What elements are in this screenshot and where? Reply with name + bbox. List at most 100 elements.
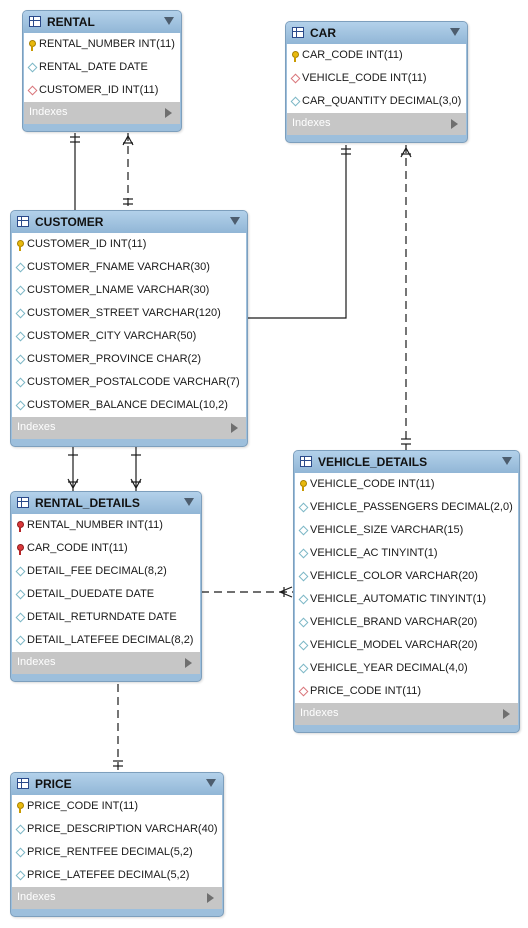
primary-key-icon [17,240,24,251]
column-label: DETAIL_LATEFEE DECIMAL(8,2) [27,634,194,646]
indexes-label: Indexes [292,117,331,129]
expand-arrow-icon[interactable] [207,893,214,903]
column-label: PRICE_CODE INT(11) [310,685,422,697]
column-row[interactable]: CUSTOMER_CITY VARCHAR(50) [12,325,246,348]
expand-arrow-icon[interactable] [451,119,458,129]
table-title: PRICE [35,777,72,791]
indexes-section[interactable]: Indexes [12,887,222,909]
column-row[interactable]: RENTAL_NUMBER INT(11) [12,514,200,537]
column-label: RENTAL_DATE DATE [39,61,148,73]
column-row[interactable]: PRICE_RENTFEE DECIMAL(5,2) [12,841,222,864]
rel-customer-rental-details-left [67,447,79,491]
expand-arrow-icon[interactable] [165,108,172,118]
collapse-caret-icon[interactable] [230,217,240,225]
primary-key-icon [17,802,24,813]
column-row[interactable]: VEHICLE_CODE INT(11) [295,473,518,496]
column-row[interactable]: PRICE_LATEFEE DECIMAL(5,2) [12,864,222,887]
table-header[interactable]: PRICE [11,773,223,795]
table-title: RENTAL [47,15,95,29]
column-row[interactable]: VEHICLE_MODEL VARCHAR(20) [295,634,518,657]
column-row[interactable]: DETAIL_DUEDATE DATE [12,583,200,606]
column-label: PRICE_DESCRIPTION VARCHAR(40) [27,823,218,835]
table-rental[interactable]: RENTAL RENTAL_NUMBER INT(11) RENTAL_DATE D… [22,10,182,132]
column-diamond-icon [27,62,38,73]
column-row[interactable]: VEHICLE_AC TINYINT(1) [295,542,518,565]
table-icon [17,778,29,789]
table-title: CAR [310,26,336,40]
column-row[interactable]: VEHICLE_AUTOMATIC TINYINT(1) [295,588,518,611]
column-row[interactable]: CUSTOMER_POSTALCODE VARCHAR(7) [12,371,246,394]
column-label: CUSTOMER_ID INT(11) [39,84,159,96]
column-list: RENTAL_NUMBER INT(11) RENTAL_DATE DATE CUS… [24,33,180,102]
table-header[interactable]: VEHICLE_DETAILS [294,451,519,473]
column-list: PRICE_CODE INT(11) PRICE_DESCRIPTION VARC… [12,795,222,887]
table-header[interactable]: CUSTOMER [11,211,247,233]
column-diamond-icon [15,824,26,835]
column-label: CUSTOMER_ID INT(11) [27,238,147,250]
column-row[interactable]: DETAIL_RETURNDATE DATE [12,606,200,629]
column-label: DETAIL_FEE DECIMAL(8,2) [27,565,167,577]
column-row[interactable]: CUSTOMER_ID INT(11) [12,233,246,256]
column-row[interactable]: CUSTOMER_BALANCE DECIMAL(10,2) [12,394,246,417]
indexes-section[interactable]: Indexes [295,703,518,725]
column-diamond-icon [15,308,26,319]
column-row[interactable]: RENTAL_DATE DATE [24,56,180,79]
column-row[interactable]: VEHICLE_YEAR DECIMAL(4,0) [295,657,518,680]
indexes-section[interactable]: Indexes [287,113,466,135]
column-label: CUSTOMER_POSTALCODE VARCHAR(7) [27,376,240,388]
collapse-caret-icon[interactable] [164,17,174,25]
expand-arrow-icon[interactable] [185,658,192,668]
table-icon [300,456,312,467]
column-row[interactable]: PRICE_CODE INT(11) [12,795,222,818]
column-row[interactable]: VEHICLE_COLOR VARCHAR(20) [295,565,518,588]
table-footer [11,909,223,916]
expand-arrow-icon[interactable] [503,709,510,719]
column-row[interactable]: CAR_CODE INT(11) [287,44,466,67]
column-row[interactable]: CAR_QUANTITY DECIMAL(3,0) [287,90,466,113]
collapse-caret-icon[interactable] [206,779,216,787]
column-label: PRICE_LATEFEE DECIMAL(5,2) [27,869,190,881]
collapse-caret-icon[interactable] [502,457,512,465]
column-row[interactable]: RENTAL_NUMBER INT(11) [24,33,180,56]
collapse-caret-icon[interactable] [184,498,194,506]
table-price[interactable]: PRICE PRICE_CODE INT(11) PRICE_DESCRIPTION… [10,772,224,917]
table-customer[interactable]: CUSTOMER CUSTOMER_ID INT(11) CUSTOMER_FNAM… [10,210,248,447]
indexes-section[interactable]: Indexes [24,102,180,124]
indexes-section[interactable]: Indexes [12,417,246,439]
column-diamond-icon [298,548,309,559]
column-list: VEHICLE_CODE INT(11) VEHICLE_PASSENGERS D… [295,473,518,703]
column-diamond-icon [15,285,26,296]
column-row[interactable]: CUSTOMER_FNAME VARCHAR(30) [12,256,246,279]
rel-rental-details-vehicle [201,586,293,598]
table-header[interactable]: RENTAL_DETAILS [11,492,201,514]
indexes-section[interactable]: Indexes [12,652,200,674]
table-car[interactable]: CAR CAR_CODE INT(11)VEHICLE_CODE INT(11)C… [285,21,468,143]
column-row[interactable]: VEHICLE_PASSENGERS DECIMAL(2,0) [295,496,518,519]
expand-arrow-icon[interactable] [231,423,238,433]
column-row[interactable]: CUSTOMER_PROVINCE CHAR(2) [12,348,246,371]
column-row[interactable]: DETAIL_FEE DECIMAL(8,2) [12,560,200,583]
column-row[interactable]: CUSTOMER_LNAME VARCHAR(30) [12,279,246,302]
column-row[interactable]: CAR_CODE INT(11) [12,537,200,560]
column-row[interactable]: PRICE_DESCRIPTION VARCHAR(40) [12,818,222,841]
table-header[interactable]: CAR [286,22,467,44]
column-label: VEHICLE_CODE INT(11) [310,478,435,490]
foreign-key-diamond-icon [290,73,301,84]
column-diamond-icon [15,354,26,365]
column-diamond-icon [15,612,26,623]
column-row[interactable]: VEHICLE_SIZE VARCHAR(15) [295,519,518,542]
column-diamond-icon [298,663,309,674]
column-row[interactable]: CUSTOMER_ID INT(11) [24,79,180,102]
column-row[interactable]: VEHICLE_BRAND VARCHAR(20) [295,611,518,634]
column-label: VEHICLE_COLOR VARCHAR(20) [310,570,478,582]
table-header[interactable]: RENTAL [23,11,181,33]
column-row[interactable]: DETAIL_LATEFEE DECIMAL(8,2) [12,629,200,652]
column-row[interactable]: PRICE_CODE INT(11) [295,680,518,703]
column-list: RENTAL_NUMBER INT(11)CAR_CODE INT(11) DET… [12,514,200,652]
column-row[interactable]: CUSTOMER_STREET VARCHAR(120) [12,302,246,325]
table-footer [286,135,467,142]
column-row[interactable]: VEHICLE_CODE INT(11) [287,67,466,90]
collapse-caret-icon[interactable] [450,28,460,36]
